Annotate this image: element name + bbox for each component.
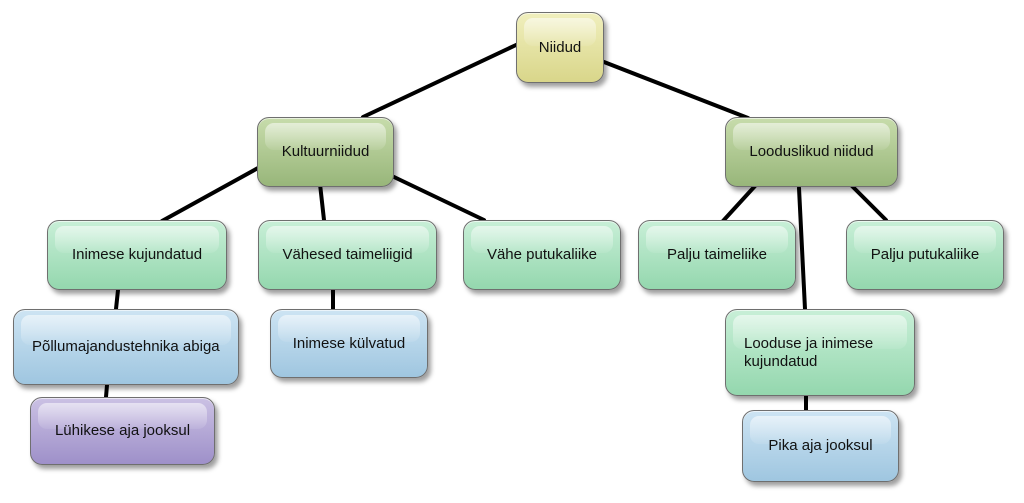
node-inimese-kujundatud[interactable]: Inimese kujundatud bbox=[47, 220, 227, 290]
node-label: Vähe putukaliike bbox=[486, 246, 598, 264]
node-label: Põllumajandustehnika abiga bbox=[32, 338, 220, 356]
node-label: Vähesed taimeliigid bbox=[282, 246, 413, 264]
node-label: Niidud bbox=[538, 38, 582, 56]
edge-inimese-pollumajandus bbox=[114, 288, 120, 311]
edge-loodus-looduse-ja-inimese bbox=[797, 186, 807, 311]
node-label: Pika aja jooksul bbox=[768, 437, 873, 455]
node-label: Inimese külvatud bbox=[292, 334, 406, 352]
edge-kultuur-vahe-putukaliike bbox=[392, 175, 486, 222]
edge-pollumajandus-luhikese bbox=[104, 383, 109, 399]
node-label: Kultuurniidud bbox=[281, 143, 370, 161]
node-label: Looduse ja inimese kujundatud bbox=[744, 335, 874, 370]
edge-kultuur-vahesed bbox=[318, 182, 326, 222]
node-palju-putukaliike[interactable]: Palju putukaliike bbox=[846, 220, 1004, 290]
node-niidud[interactable]: Niidud bbox=[516, 12, 604, 83]
node-luhikese-aja-jooksul[interactable]: Lühikese aja jooksul bbox=[30, 397, 215, 465]
node-vahesed-taimeliigid[interactable]: Vähesed taimeliigid bbox=[258, 220, 437, 290]
node-label: Lühikese aja jooksul bbox=[54, 422, 191, 440]
node-label: Looduslikud niidud bbox=[749, 143, 874, 161]
node-label: Palju putukaliike bbox=[870, 246, 980, 264]
edge-loodus-palju-taimeliike bbox=[721, 184, 757, 223]
edge-kultuur-inimese-kujundatud bbox=[160, 166, 260, 223]
node-pollumajandustehnika-abiga[interactable]: Põllumajandustehnika abiga bbox=[13, 309, 239, 385]
node-palju-taimeliike[interactable]: Palju taimeliike bbox=[638, 220, 796, 290]
node-kultuurniidud[interactable]: Kultuurniidud bbox=[257, 117, 394, 187]
node-vahe-putukaliike[interactable]: Vähe putukaliike bbox=[463, 220, 621, 290]
edge-loodus-palju-putukaliike bbox=[850, 184, 888, 222]
node-label: Palju taimeliike bbox=[666, 246, 768, 264]
node-pika-aja-jooksul[interactable]: Pika aja jooksul bbox=[742, 410, 899, 482]
node-inimese-kulvatud[interactable]: Inimese külvatud bbox=[270, 309, 428, 378]
node-label: Inimese kujundatud bbox=[71, 246, 203, 264]
edge-niidud-kultuurniidud bbox=[361, 43, 518, 119]
node-looduse-ja-inimese-kujundatud[interactable]: Looduse ja inimese kujundatud bbox=[725, 309, 915, 396]
node-looduslikud-niidud[interactable]: Looduslikud niidud bbox=[725, 117, 898, 187]
edge-niidud-looduslikud bbox=[602, 60, 750, 120]
